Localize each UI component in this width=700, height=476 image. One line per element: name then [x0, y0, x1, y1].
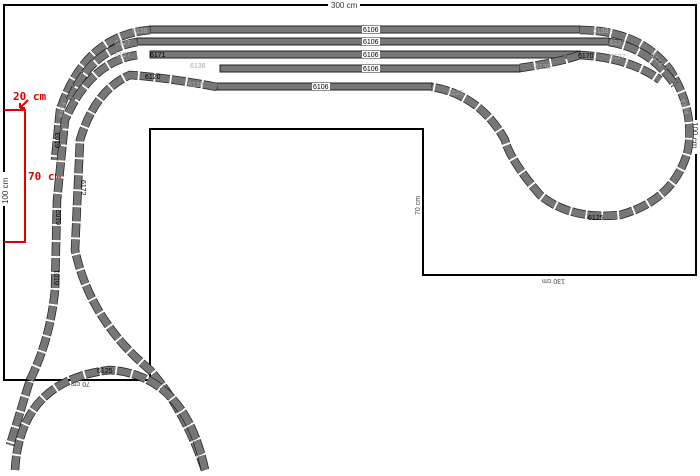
- curved-tracks: [5, 25, 694, 472]
- dim-left: 100 cm: [1, 177, 10, 204]
- label-6174: 6174: [58, 102, 69, 119]
- dim-inner-vertical: 70 cm: [415, 196, 422, 215]
- label-6138: 6138: [535, 64, 551, 71]
- dim-bottom-right: 130 cm: [542, 277, 565, 284]
- label-6102: 6102: [56, 209, 63, 225]
- label-6174: 6174: [678, 99, 689, 116]
- label-6125: 6125: [97, 368, 113, 375]
- label-6106: 6106: [363, 66, 379, 73]
- label-6106: 6106: [363, 39, 379, 46]
- dim-top: 300 cm: [331, 1, 358, 10]
- label-6120: 6120: [145, 74, 161, 81]
- label-6101: 6101: [54, 269, 61, 285]
- annotation-arrow-icon: [19, 99, 29, 109]
- label-6106: 6106: [363, 52, 379, 59]
- label-6171: 6171: [150, 52, 166, 59]
- label-6125: 6125: [448, 90, 464, 97]
- label-6170: 6170: [578, 53, 594, 60]
- label-6103: 6103: [55, 132, 62, 148]
- label-6127: 6127: [115, 40, 131, 47]
- dim-bottom-left: 70 cm: [71, 380, 90, 387]
- dim-right: 100 cm: [690, 122, 699, 149]
- annotation-bracket: [4, 109, 26, 243]
- label-6125: 6125: [588, 215, 604, 222]
- label-6138: 6138: [593, 28, 609, 35]
- label-6127: 6127: [610, 40, 626, 47]
- label-6138: 6138: [190, 63, 206, 70]
- annotation-height: 70 cm: [28, 170, 61, 183]
- annotation-width: 20 cm: [13, 90, 46, 103]
- label-6127: 6127: [610, 54, 626, 61]
- label-6106: 6106: [313, 84, 329, 91]
- label-6106: 6106: [363, 27, 379, 34]
- label-6138: 6138: [132, 28, 148, 35]
- label-6127: 6127: [115, 52, 131, 59]
- board-outline: [3, 4, 697, 381]
- label-6138: 6138: [188, 82, 204, 89]
- label-6172: 6172: [79, 180, 86, 196]
